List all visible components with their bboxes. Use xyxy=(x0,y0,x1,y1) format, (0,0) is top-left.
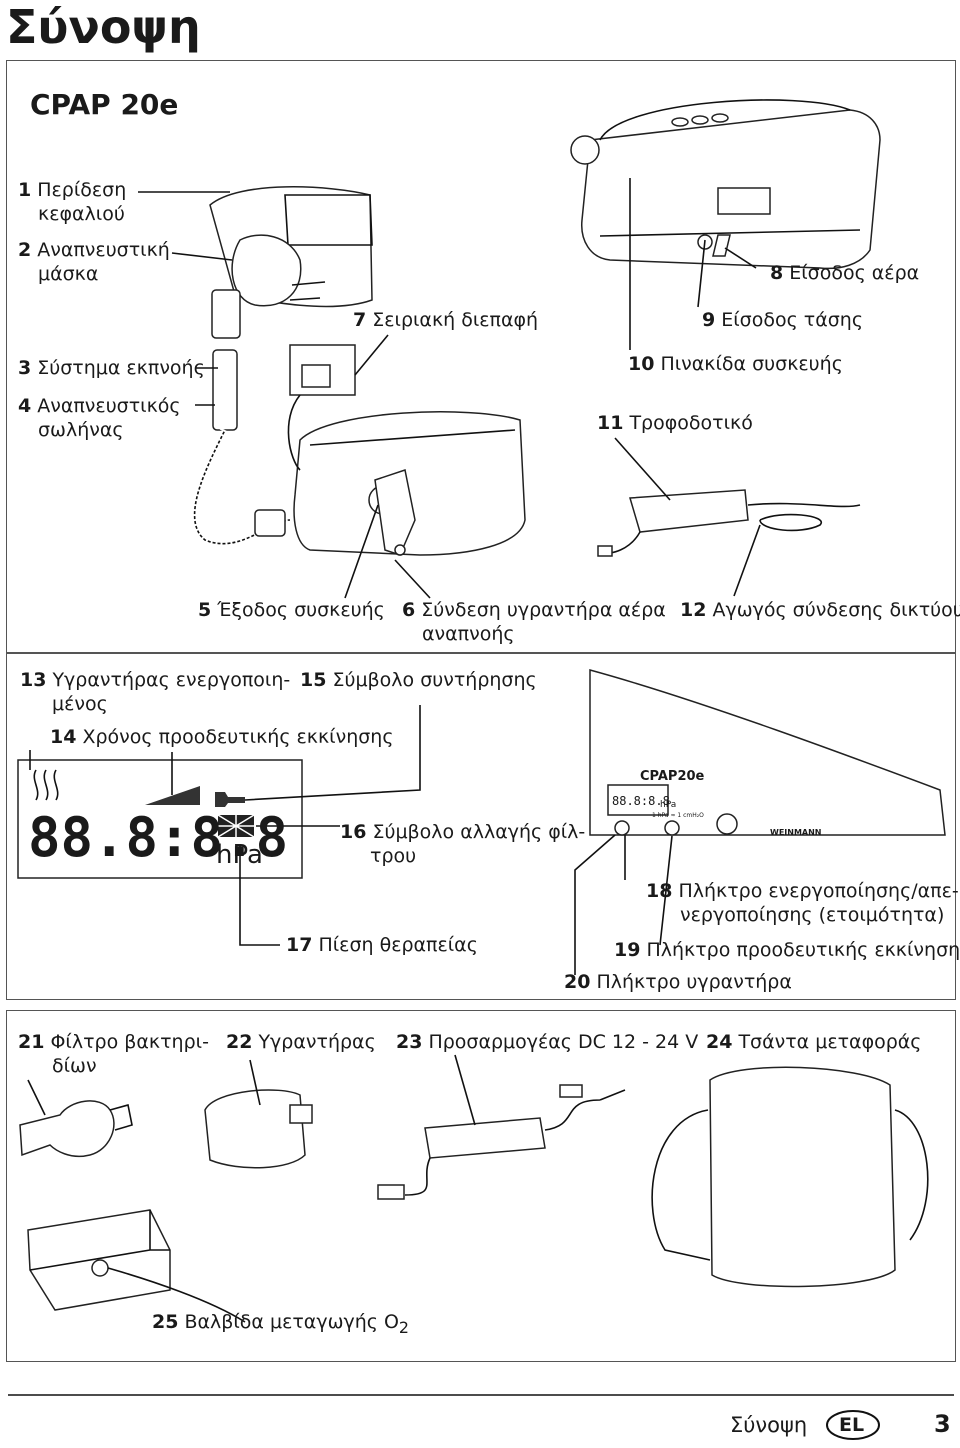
serial-zoom-drawing xyxy=(287,344,356,471)
headgear-mask-drawing xyxy=(209,186,373,339)
bacteria-filter-drawing xyxy=(19,1100,133,1157)
lcd-drawing xyxy=(17,759,303,879)
lcd-digits: 88.8:8.8 xyxy=(28,806,289,869)
device-front-drawing xyxy=(293,411,526,556)
panel-digits: 88.8:8.8 xyxy=(612,794,670,808)
display-box xyxy=(6,652,956,1000)
language-badge: EL xyxy=(839,1414,865,1436)
overview-box xyxy=(6,60,956,654)
front-panel-drawing xyxy=(589,669,946,836)
humidifier-drawing xyxy=(204,1089,313,1169)
dc-adapter-drawing xyxy=(377,1084,626,1200)
panel-brand: CPAP20e xyxy=(640,769,705,784)
panel-logo: WEINMANN xyxy=(770,828,822,837)
panel-unit: hPa xyxy=(660,800,677,810)
footer-section: Σύνοψη xyxy=(730,1413,808,1437)
o2-valve-drawing xyxy=(27,1209,246,1323)
lcd-unit: hPa xyxy=(216,840,263,870)
page-title: Σύνοψη xyxy=(6,0,201,54)
power-supply-drawing xyxy=(597,489,861,557)
section-title: CPAP 20e xyxy=(30,88,179,121)
o2-subscript: 2 xyxy=(398,1317,409,1337)
page-number: 3 xyxy=(934,1410,951,1438)
tube-drawing xyxy=(189,349,291,549)
panel-note: 1 hPa ≈ 1 cmH₂O xyxy=(652,812,704,819)
carry-bag-drawing xyxy=(651,1066,929,1288)
device-rear-drawing xyxy=(570,99,881,270)
accessories-box xyxy=(6,1010,956,1362)
